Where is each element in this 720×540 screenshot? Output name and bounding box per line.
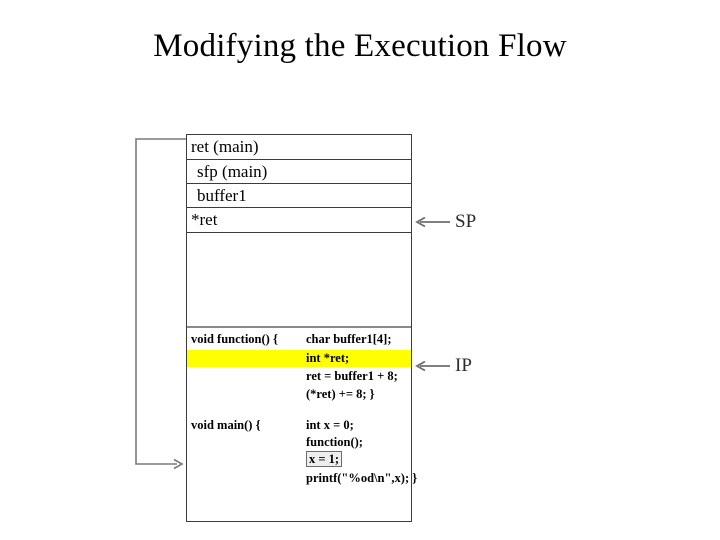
stack-frame-diagram: ret (main) sfp (main) buffer1 *ret void … [186,134,417,522]
instruction-pointer-marker: IP [414,355,472,377]
code-signature-function: void function() { [191,332,278,346]
code-line-ret-increment: (*ret) += 8; } [306,387,375,401]
code-line-x-assign-boxed: x = 1; [306,451,343,467]
arrowhead-right-icon [173,458,184,470]
stack-row-star-ret: *ret [187,208,411,233]
current-instruction-highlight [187,350,411,367]
stack-row-empty [187,233,411,328]
code-line-int-x: int x = 0; [306,418,354,432]
code-line-ret-assign: ret = buffer1 + 8; [306,369,398,383]
stack-row-ret-main: ret (main) [187,135,411,160]
stack-pointer-label: SP [455,211,477,232]
left-arrow-icon [415,216,450,228]
execution-flow-connector [135,138,188,470]
code-signature-main: void main() { [191,418,261,432]
code-line-call-function: function(); [306,435,363,449]
code-line-int-ret: int *ret; [306,351,350,365]
code-listing: void function() { char buffer1[4]; int *… [187,328,417,522]
skipped-statement-box: x = 1; [306,451,343,467]
stack-pointer-marker: SP [414,211,476,233]
instruction-pointer-label: IP [455,355,472,376]
left-arrow-icon [415,360,450,372]
code-line-char-buffer1: char buffer1[4]; [306,332,392,346]
code-line-printf: printf("%od\n",x); } [306,471,418,485]
stack-row-sfp-main: sfp (main) [187,160,411,184]
page-title: Modifying the Execution Flow [153,28,567,64]
stack-row-buffer1: buffer1 [187,184,411,208]
